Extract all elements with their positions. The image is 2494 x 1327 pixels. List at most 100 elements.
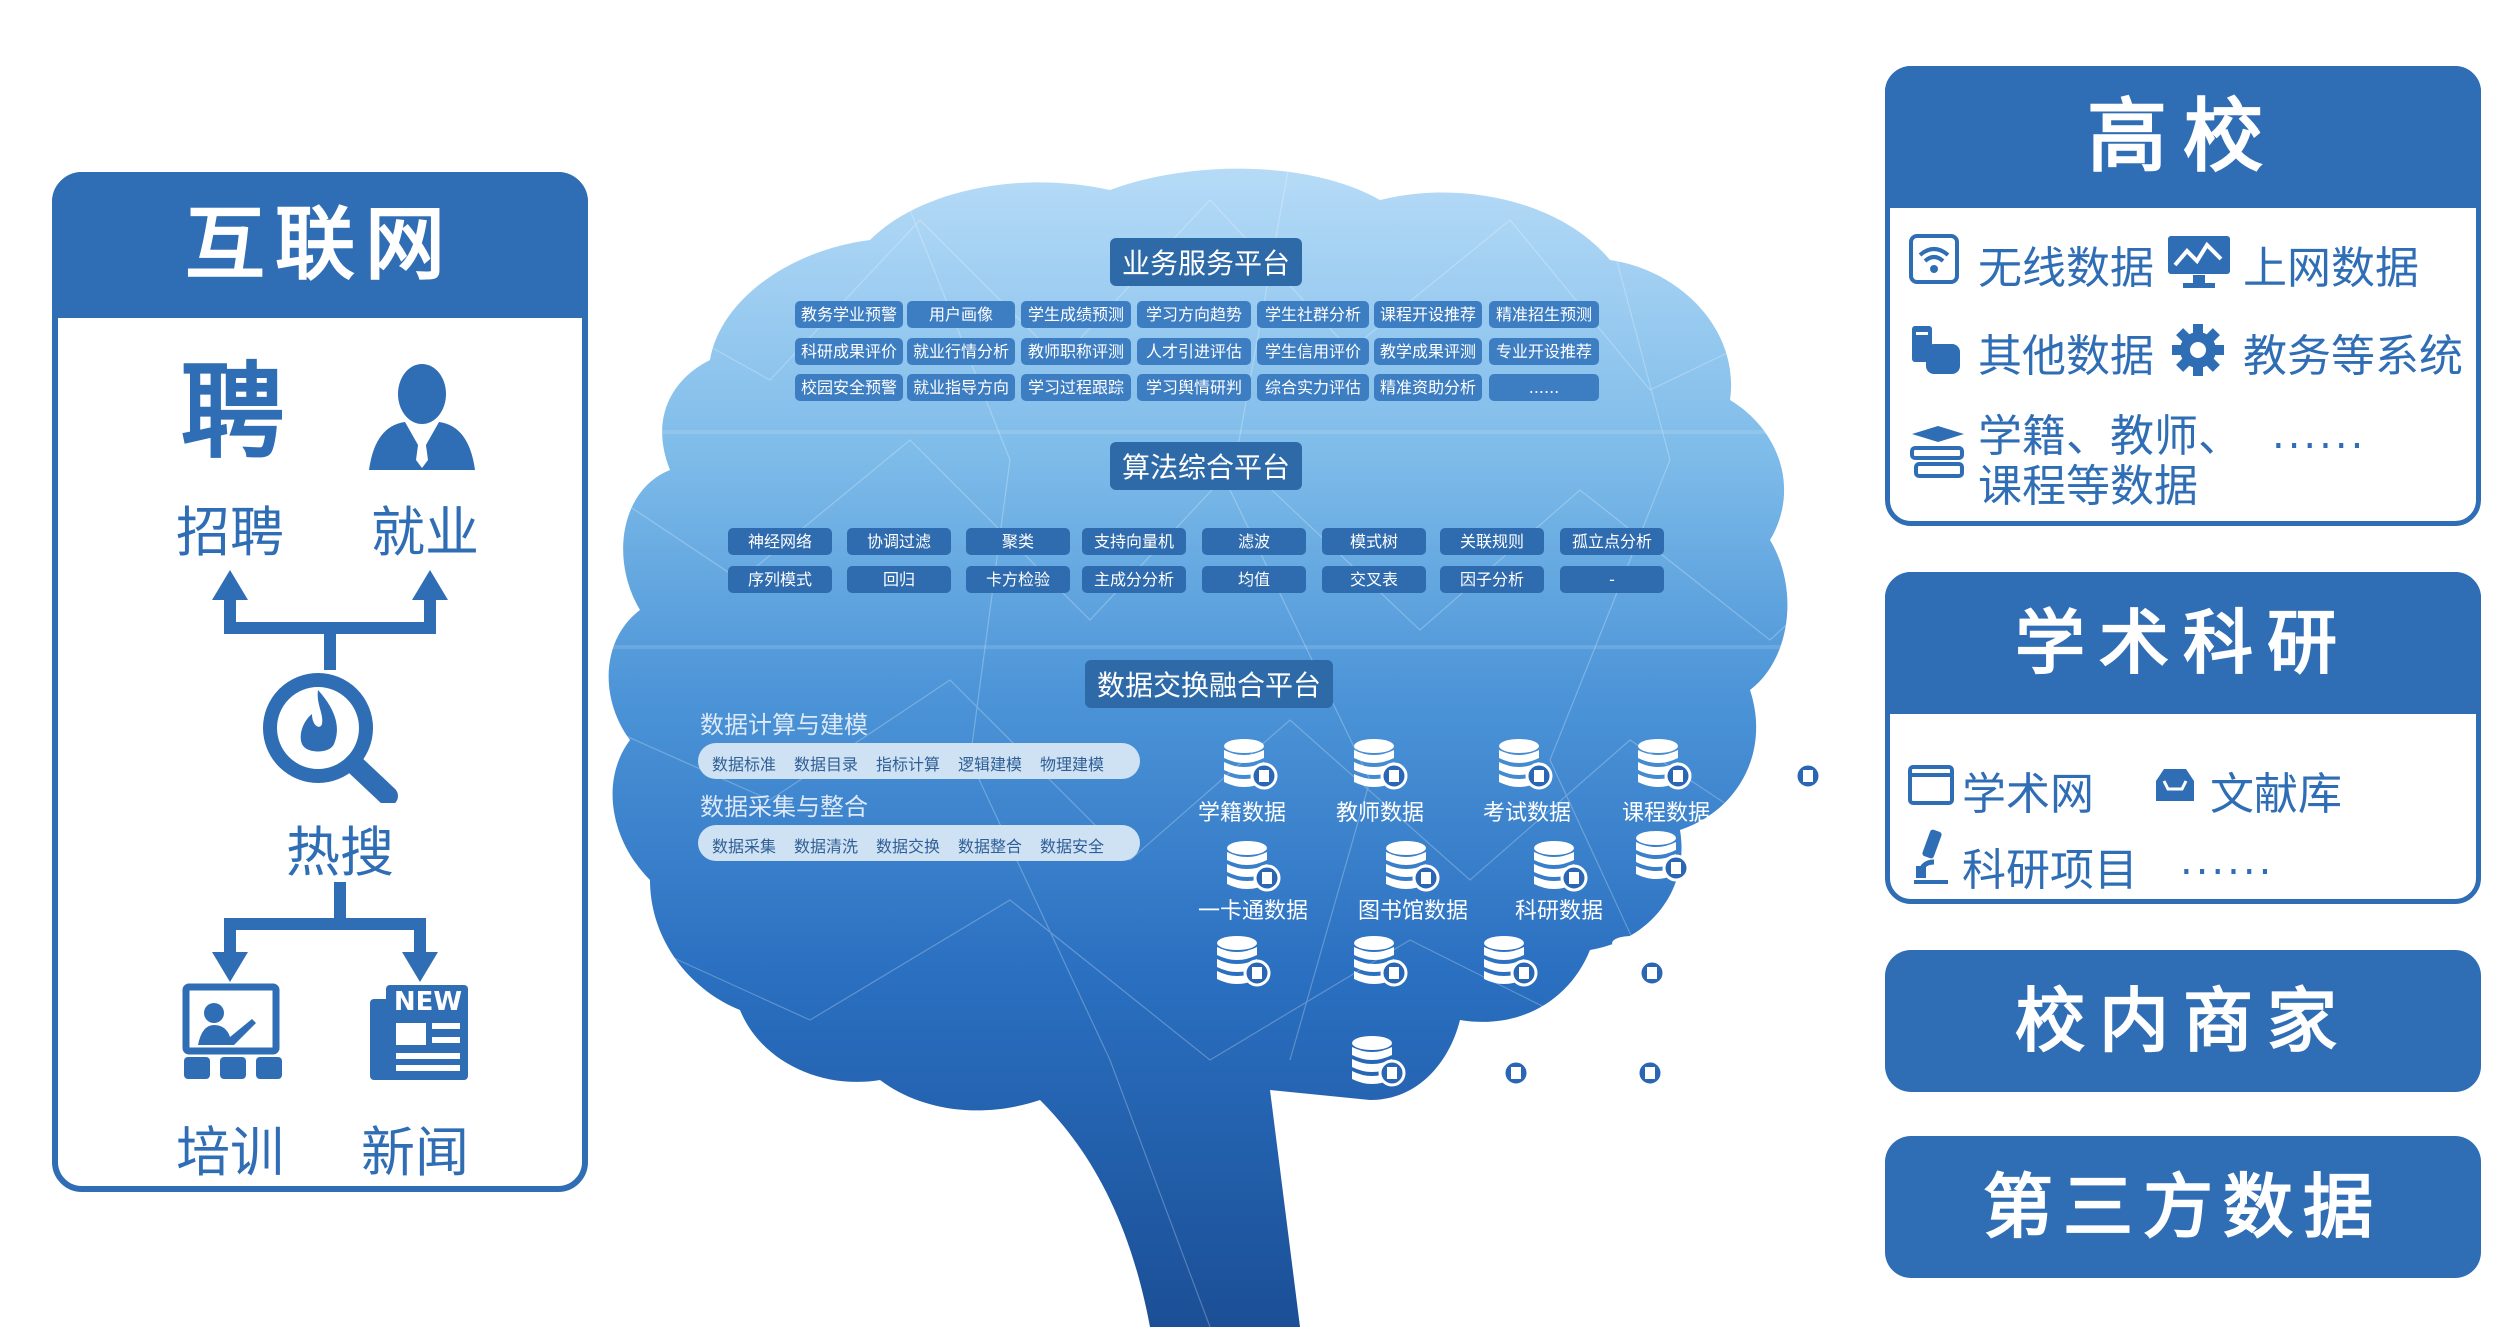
algorithm-tag: 关联规则: [1440, 528, 1544, 555]
wifi-icon: [1909, 234, 1959, 284]
news-label: 新闻: [361, 1121, 469, 1184]
academic-web-icon: [1908, 765, 1954, 805]
business-tag: 教学成果评测: [1374, 338, 1482, 365]
database-icon: [1352, 1036, 1406, 1087]
database-icon: [1386, 841, 1440, 892]
collect-item: 数据整合: [958, 837, 1023, 856]
database-label: 财务数据: [1762, 801, 1851, 826]
compute-pill: 数据标准 数据目录 指标计算 逻辑建模 物理建模: [698, 743, 1140, 779]
algorithm-tag: 模式树: [1322, 528, 1426, 555]
student-teacher-label-line1: 学籍、教师、: [1978, 411, 2242, 462]
business-tag: 专业开设推荐: [1489, 338, 1599, 365]
business-tag: 教务学业预警: [795, 301, 903, 328]
collect-item: 数据清洗: [794, 837, 859, 856]
business-tag: 教师职称评测: [1021, 338, 1131, 365]
business-tag: 人才引进评估: [1137, 338, 1251, 365]
database-icon: [1476, 1036, 1530, 1087]
internet-panel-header: [52, 172, 588, 318]
algorithm-tag: 孤立点分析: [1560, 528, 1664, 555]
database-label: 课程数据: [1622, 801, 1711, 826]
research-title: 学术科研: [1885, 572, 2481, 714]
collect-item: 数据安全: [1040, 837, 1105, 856]
employment-label: 就业: [371, 501, 479, 564]
business-tag: 学生成绩预测: [1021, 301, 1131, 328]
business-tag: 就业指导方向: [907, 374, 1015, 401]
database-label: 图书馆数据: [1358, 899, 1469, 924]
business-tag: 学习方向趋势: [1137, 301, 1251, 328]
compute-item: 物理建模: [1040, 755, 1105, 774]
other-data-icon: [1912, 326, 1960, 374]
gear-icon: [2172, 324, 2224, 376]
business-tag: 学习舆情研判: [1137, 374, 1251, 401]
business-tag: 用户画像: [907, 301, 1015, 328]
database-icon: [1612, 936, 1666, 987]
algorithm-tag: 因子分析: [1440, 566, 1544, 593]
business-tag: ......: [1489, 374, 1599, 401]
database-label: 学籍数据: [1198, 801, 1287, 826]
algorithm-tag: 卡方检验: [966, 566, 1070, 593]
academic-web-label: 学术网: [1962, 769, 2094, 820]
algorithm-tag: 神经网络: [728, 528, 832, 555]
recruit-label: 招聘: [176, 501, 284, 564]
business-tag: 科研成果评价: [795, 338, 903, 365]
collect-subtitle: 数据采集与整合: [700, 793, 868, 821]
database-label: 科研数据: [1515, 899, 1604, 924]
other-data-label: 其他数据: [1978, 331, 2154, 382]
library-icon: [2156, 769, 2194, 801]
algorithm-tag: 交叉表: [1322, 566, 1426, 593]
business-tag: 精准资助分析: [1374, 374, 1482, 401]
algorithm-tag: 序列模式: [728, 566, 832, 593]
business-tag: 综合实力评估: [1257, 374, 1369, 401]
database-icon: [1499, 739, 1553, 790]
database-icon: [1354, 936, 1408, 987]
compute-item: 逻辑建模: [958, 755, 1023, 774]
hot-search-arrows-down: [212, 882, 438, 982]
database-icon: [1636, 831, 1690, 882]
algorithm-tag: 主成分分析: [1082, 566, 1186, 593]
database-label: 一卡通数据: [1198, 899, 1309, 924]
employment-icon: [369, 364, 475, 470]
research-more-dots: ......: [2180, 838, 2275, 884]
monitor-icon: [2168, 236, 2230, 288]
algorithm-tag: 协调过滤: [847, 528, 951, 555]
compute-item: 指标计算: [876, 755, 941, 774]
algorithm-tag: 回归: [847, 566, 951, 593]
hot-search-icon: [263, 673, 398, 803]
books-icon: [1910, 426, 1964, 478]
university-more-dots: ......: [2272, 412, 2367, 458]
database-icon: [1227, 841, 1281, 892]
third-party-title: 第三方数据: [1885, 1136, 2481, 1278]
database-icon: [1610, 1036, 1664, 1087]
training-label: 培训: [176, 1121, 284, 1184]
algorithm-tag: -: [1560, 566, 1664, 593]
algorithm-tag: 支持向量机: [1082, 528, 1186, 555]
university-title: 高校: [1885, 66, 2481, 208]
database-icon: [1484, 936, 1538, 987]
academic-systems-label: 教务等系统: [2243, 331, 2463, 382]
business-tag: 课程开设推荐: [1374, 301, 1482, 328]
business-tag: 学生信用评价: [1257, 338, 1369, 365]
database-label: 教师数据: [1336, 801, 1425, 826]
database-icon: [1354, 739, 1408, 790]
exchange-platform-title: 数据交换融合平台: [1085, 660, 1334, 708]
wireless-data-label: 无线数据: [1978, 243, 2154, 294]
business-tag: 学生社群分析: [1257, 301, 1369, 328]
recruit-icon: 聘: [180, 351, 285, 473]
collect-item: 数据交换: [876, 837, 941, 856]
database-label: 考试数据: [1483, 801, 1572, 826]
database-icon: [1534, 841, 1588, 892]
collect-pill: 数据采集 数据清洗 数据交换 数据整合 数据安全: [698, 825, 1140, 861]
business-tag: 学习过程跟踪: [1021, 374, 1131, 401]
business-tag: 精准招生预测: [1489, 301, 1599, 328]
algorithm-tag: 均值: [1202, 566, 1306, 593]
algorithm-platform-title: 算法综合平台: [1110, 442, 1303, 490]
business-tag: 就业行情分析: [907, 338, 1015, 365]
student-teacher-label-line2: 课程等数据: [1978, 461, 2198, 512]
internet-title: 互联网: [185, 198, 455, 291]
library-label: 文献库: [2210, 769, 2342, 820]
algorithm-tag: 滤波: [1202, 528, 1306, 555]
database-icon: [1638, 739, 1692, 790]
news-icon: NEW: [370, 985, 468, 1080]
internet-data-label: 上网数据: [2243, 243, 2419, 294]
microscope-icon: [1914, 829, 1948, 884]
